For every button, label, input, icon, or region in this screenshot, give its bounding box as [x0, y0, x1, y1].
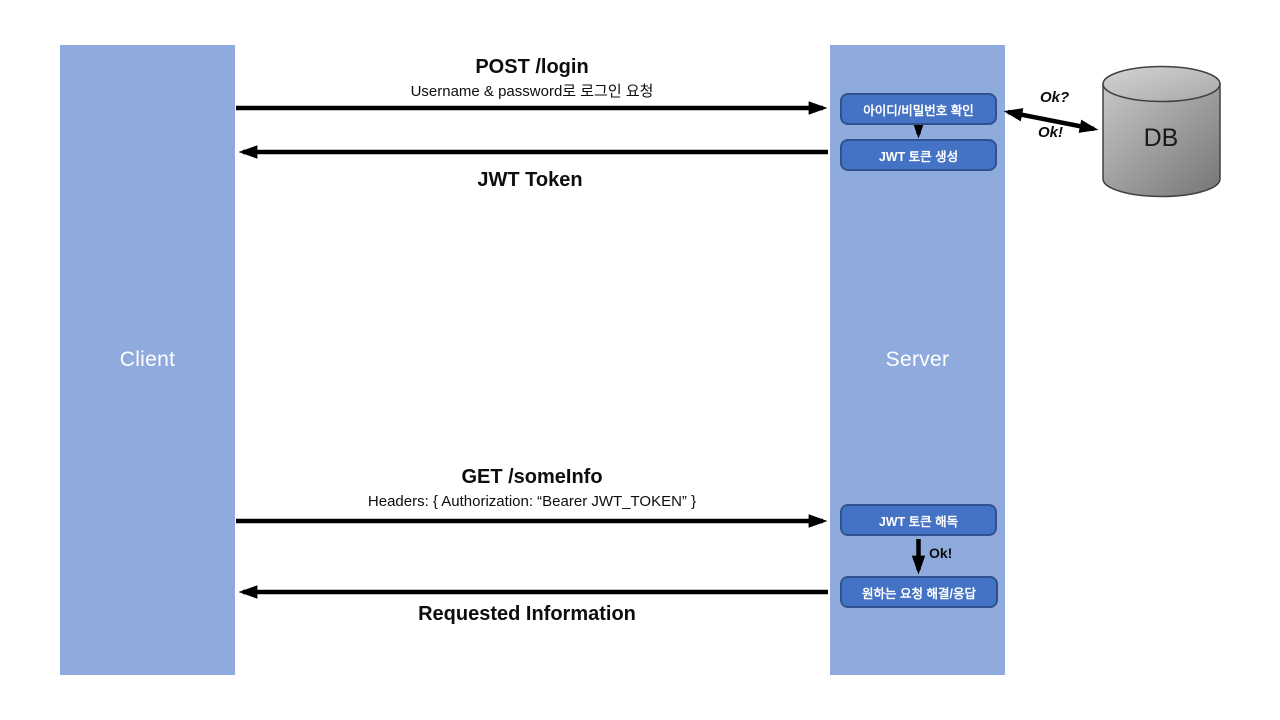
step-verify-credentials: 아이디/비밀번호 확인: [840, 93, 997, 125]
jwt-token-label: JWT Token: [477, 169, 583, 191]
client-box: Client: [60, 45, 235, 675]
step-create-jwt-label: JWT 토큰 생성: [878, 149, 959, 164]
step-create-jwt: JWT 토큰 생성: [840, 139, 997, 171]
get-someinfo-subtitle: Headers: { Authorization: “Bearer JWT_TO…: [367, 493, 697, 510]
server-label: Server: [885, 348, 950, 371]
db-query-ok-label: Ok?: [1040, 89, 1070, 106]
db-label: DB: [1143, 124, 1179, 152]
step-ok-label: Ok!: [929, 545, 953, 561]
step-decode-jwt: JWT 토큰 해독: [840, 504, 997, 536]
db-cylinder-top: [1102, 65, 1221, 103]
db-reply-ok-label: Ok!: [1038, 124, 1064, 141]
requested-information-label: Requested Information: [418, 603, 636, 625]
get-someinfo-title: GET /someInfo: [461, 466, 603, 488]
post-login-subtitle: Username & password로 로그인 요청: [410, 83, 654, 100]
step-decode-jwt-label: JWT 토큰 해독: [878, 514, 959, 529]
step-resolve-request: 원하는 요청 해결/응답: [840, 576, 998, 608]
post-login-title: POST /login: [475, 56, 589, 78]
client-label: Client: [119, 348, 176, 371]
step-verify-credentials-label: 아이디/비밀번호 확인: [863, 103, 974, 118]
step-resolve-request-label: 원하는 요청 해결/응답: [862, 586, 976, 601]
